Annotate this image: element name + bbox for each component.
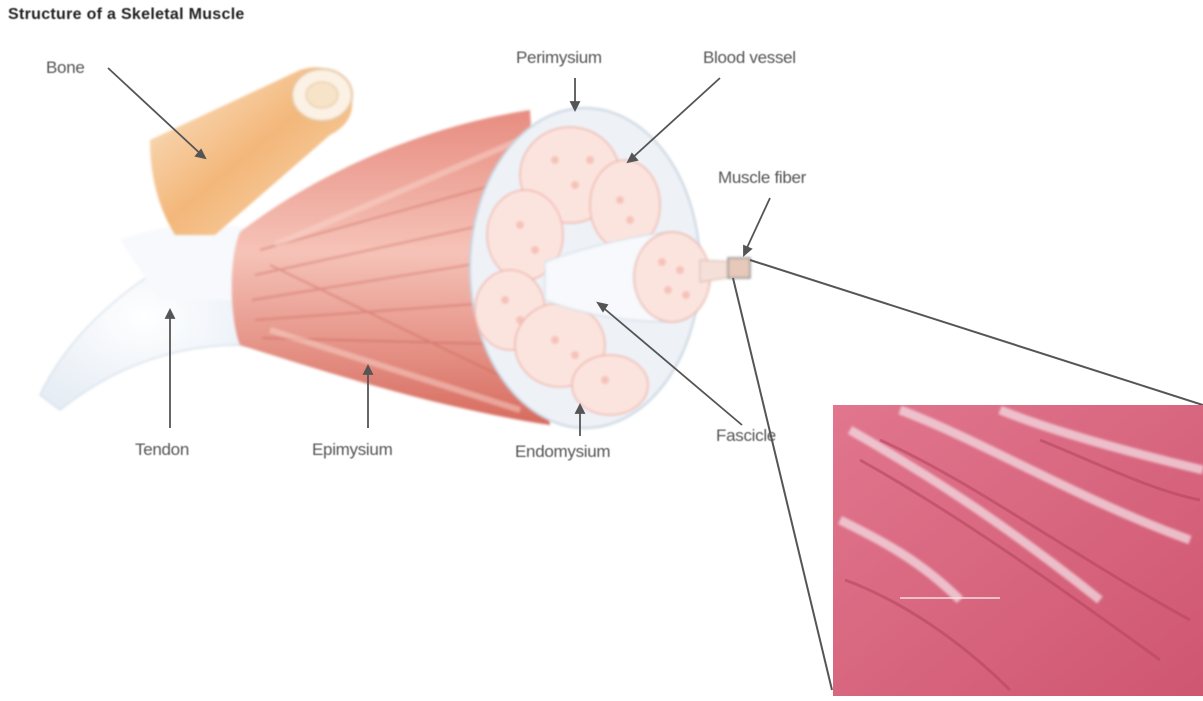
label-muscle-fiber: Muscle fiber <box>718 168 806 188</box>
label-tendon: Tendon <box>135 440 189 460</box>
label-bone: Bone <box>46 58 85 78</box>
diagram-title: Structure of a Skeletal Muscle <box>8 6 245 24</box>
micrograph-inset <box>833 405 1203 696</box>
label-epimysium: Epimysium <box>312 440 392 460</box>
label-blood-vessel: Blood vessel <box>703 48 796 68</box>
label-fascicle: Fascicle <box>716 426 776 446</box>
label-perimysium: Perimysium <box>516 48 602 68</box>
label-endomysium: Endomysium <box>515 442 610 462</box>
